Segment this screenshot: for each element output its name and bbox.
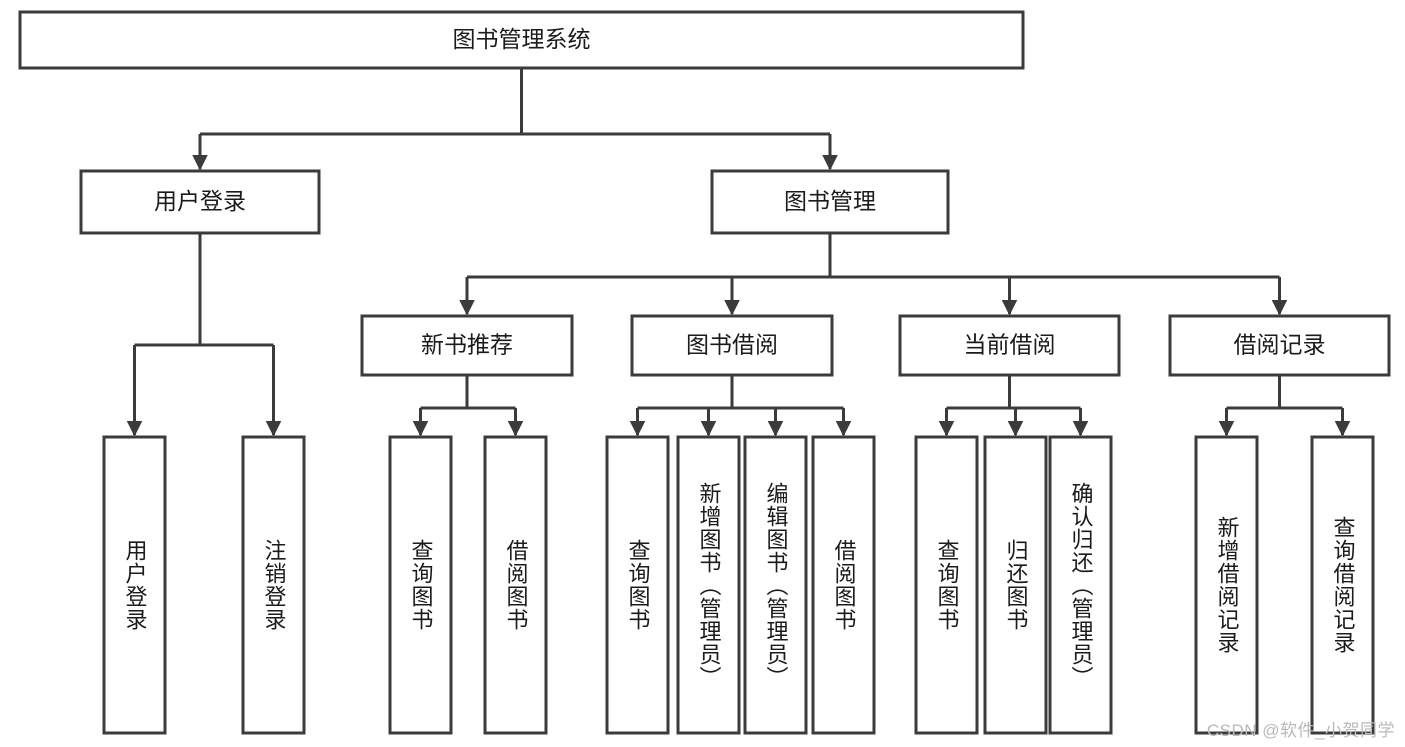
node-leaf-borrow-book-2[interactable] — [811, 435, 876, 735]
node-label-current-borrow: 当前借阅 — [964, 332, 1056, 358]
node-root[interactable] — [18, 10, 1025, 70]
node-leaf-query-book-1-hit[interactable] — [390, 437, 451, 733]
node-leaf-query-book-1[interactable] — [388, 435, 453, 735]
node-label-book-management: 图书管理 — [784, 188, 876, 214]
node-leaf-edit-book-admin[interactable] — [743, 435, 808, 735]
node-current-borrow[interactable] — [898, 314, 1121, 377]
node-label-borrow-record: 借阅记录 — [1234, 332, 1326, 358]
node-leaf-confirm-return[interactable] — [1048, 435, 1113, 735]
node-leaf-add-book-admin-hit[interactable] — [678, 437, 739, 733]
node-leaf-return-book[interactable] — [983, 435, 1048, 735]
node-leaf-query-borrow-record[interactable] — [1310, 435, 1375, 735]
node-leaf-edit-book-admin-hit[interactable] — [745, 437, 806, 733]
node-book-management[interactable] — [710, 169, 950, 235]
node-leaf-borrow-book-1[interactable] — [483, 435, 548, 735]
node-leaf-logout[interactable] — [241, 435, 306, 735]
node-label-user-login: 用户登录 — [154, 188, 246, 214]
node-leaf-query-book-3[interactable] — [914, 435, 979, 735]
node-leaf-user-login[interactable] — [102, 435, 167, 735]
node-leaf-query-book-2[interactable] — [605, 435, 670, 735]
node-label-new-book-recommend: 新书推荐 — [421, 332, 513, 358]
node-layer — [18, 10, 1391, 735]
node-book-borrow[interactable] — [630, 314, 834, 377]
node-new-book-recommend[interactable] — [360, 314, 574, 377]
node-leaf-borrow-book-2-hit[interactable] — [813, 437, 874, 733]
node-leaf-borrow-book-1-hit[interactable] — [485, 437, 546, 733]
node-leaf-query-book-2-hit[interactable] — [607, 437, 668, 733]
node-leaf-query-borrow-record-hit[interactable] — [1312, 437, 1373, 733]
node-label-root: 图书管理系统 — [453, 26, 591, 52]
watermark: CSDN @软件_小贺同学 — [1206, 721, 1395, 740]
node-leaf-user-login-hit[interactable] — [104, 437, 165, 733]
node-borrow-record[interactable] — [1168, 314, 1391, 377]
node-leaf-logout-hit[interactable] — [243, 437, 304, 733]
node-leaf-add-book-admin[interactable] — [676, 435, 741, 735]
node-leaf-add-borrow-record[interactable] — [1194, 435, 1259, 735]
edge-layer — [126, 68, 1351, 437]
node-user-login[interactable] — [79, 169, 321, 235]
node-leaf-return-book-hit[interactable] — [985, 437, 1046, 733]
node-leaf-add-borrow-record-hit[interactable] — [1196, 437, 1257, 733]
node-leaf-confirm-return-hit[interactable] — [1050, 437, 1111, 733]
node-leaf-query-book-3-hit[interactable] — [916, 437, 977, 733]
node-label-book-borrow: 图书借阅 — [686, 332, 778, 358]
